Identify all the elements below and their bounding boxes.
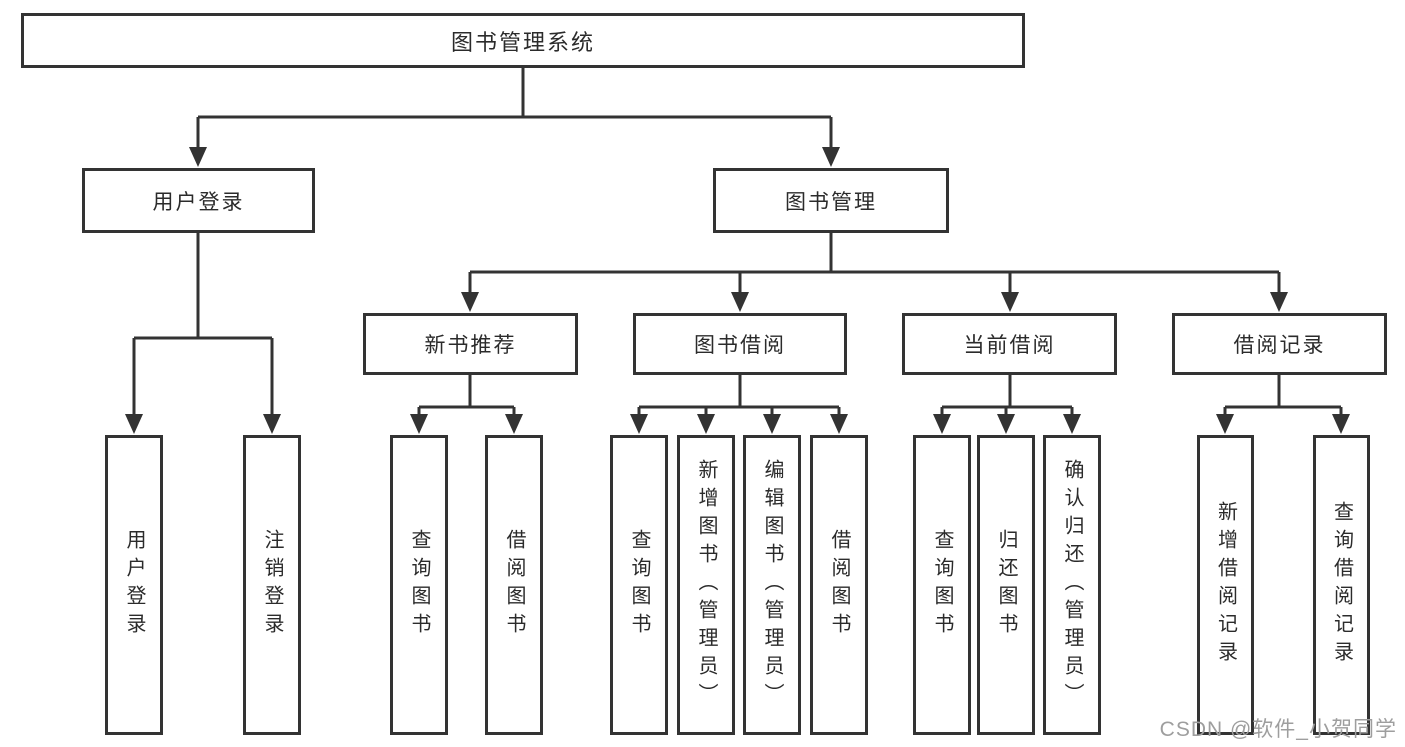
leaf-logout-login: 注销登录 xyxy=(243,435,301,735)
leaf-borrow-books-recommend: 借阅图书 xyxy=(485,435,543,735)
leaf-add-books-admin: 新增图书（管理员） xyxy=(677,435,735,735)
csdn-watermark: CSDN @软件_小贺同学 xyxy=(1159,718,1397,741)
node-book-management: 图书管理 xyxy=(713,168,949,233)
node-new-book-recommendation: 新书推荐 xyxy=(363,313,578,375)
leaf-return-books: 归还图书 xyxy=(977,435,1035,735)
leaf-query-borrow-record: 查询借阅记录 xyxy=(1313,435,1370,735)
leaf-add-borrow-record: 新增借阅记录 xyxy=(1197,435,1254,735)
leaf-query-books-borrowing: 查询图书 xyxy=(610,435,668,735)
leaf-borrow-books: 借阅图书 xyxy=(810,435,868,735)
leaf-query-books-current: 查询图书 xyxy=(913,435,971,735)
leaf-user-login: 用户登录 xyxy=(105,435,163,735)
node-borrowing-records: 借阅记录 xyxy=(1172,313,1387,375)
leaf-confirm-return-admin: 确认归还（管理员） xyxy=(1043,435,1101,735)
leaf-query-books-recommend: 查询图书 xyxy=(390,435,448,735)
node-book-borrowing: 图书借阅 xyxy=(633,313,847,375)
leaf-edit-books-admin: 编辑图书（管理员） xyxy=(743,435,801,735)
node-current-borrowing: 当前借阅 xyxy=(902,313,1117,375)
node-library-management-system: 图书管理系统 xyxy=(21,13,1025,68)
node-user-login: 用户登录 xyxy=(82,168,315,233)
